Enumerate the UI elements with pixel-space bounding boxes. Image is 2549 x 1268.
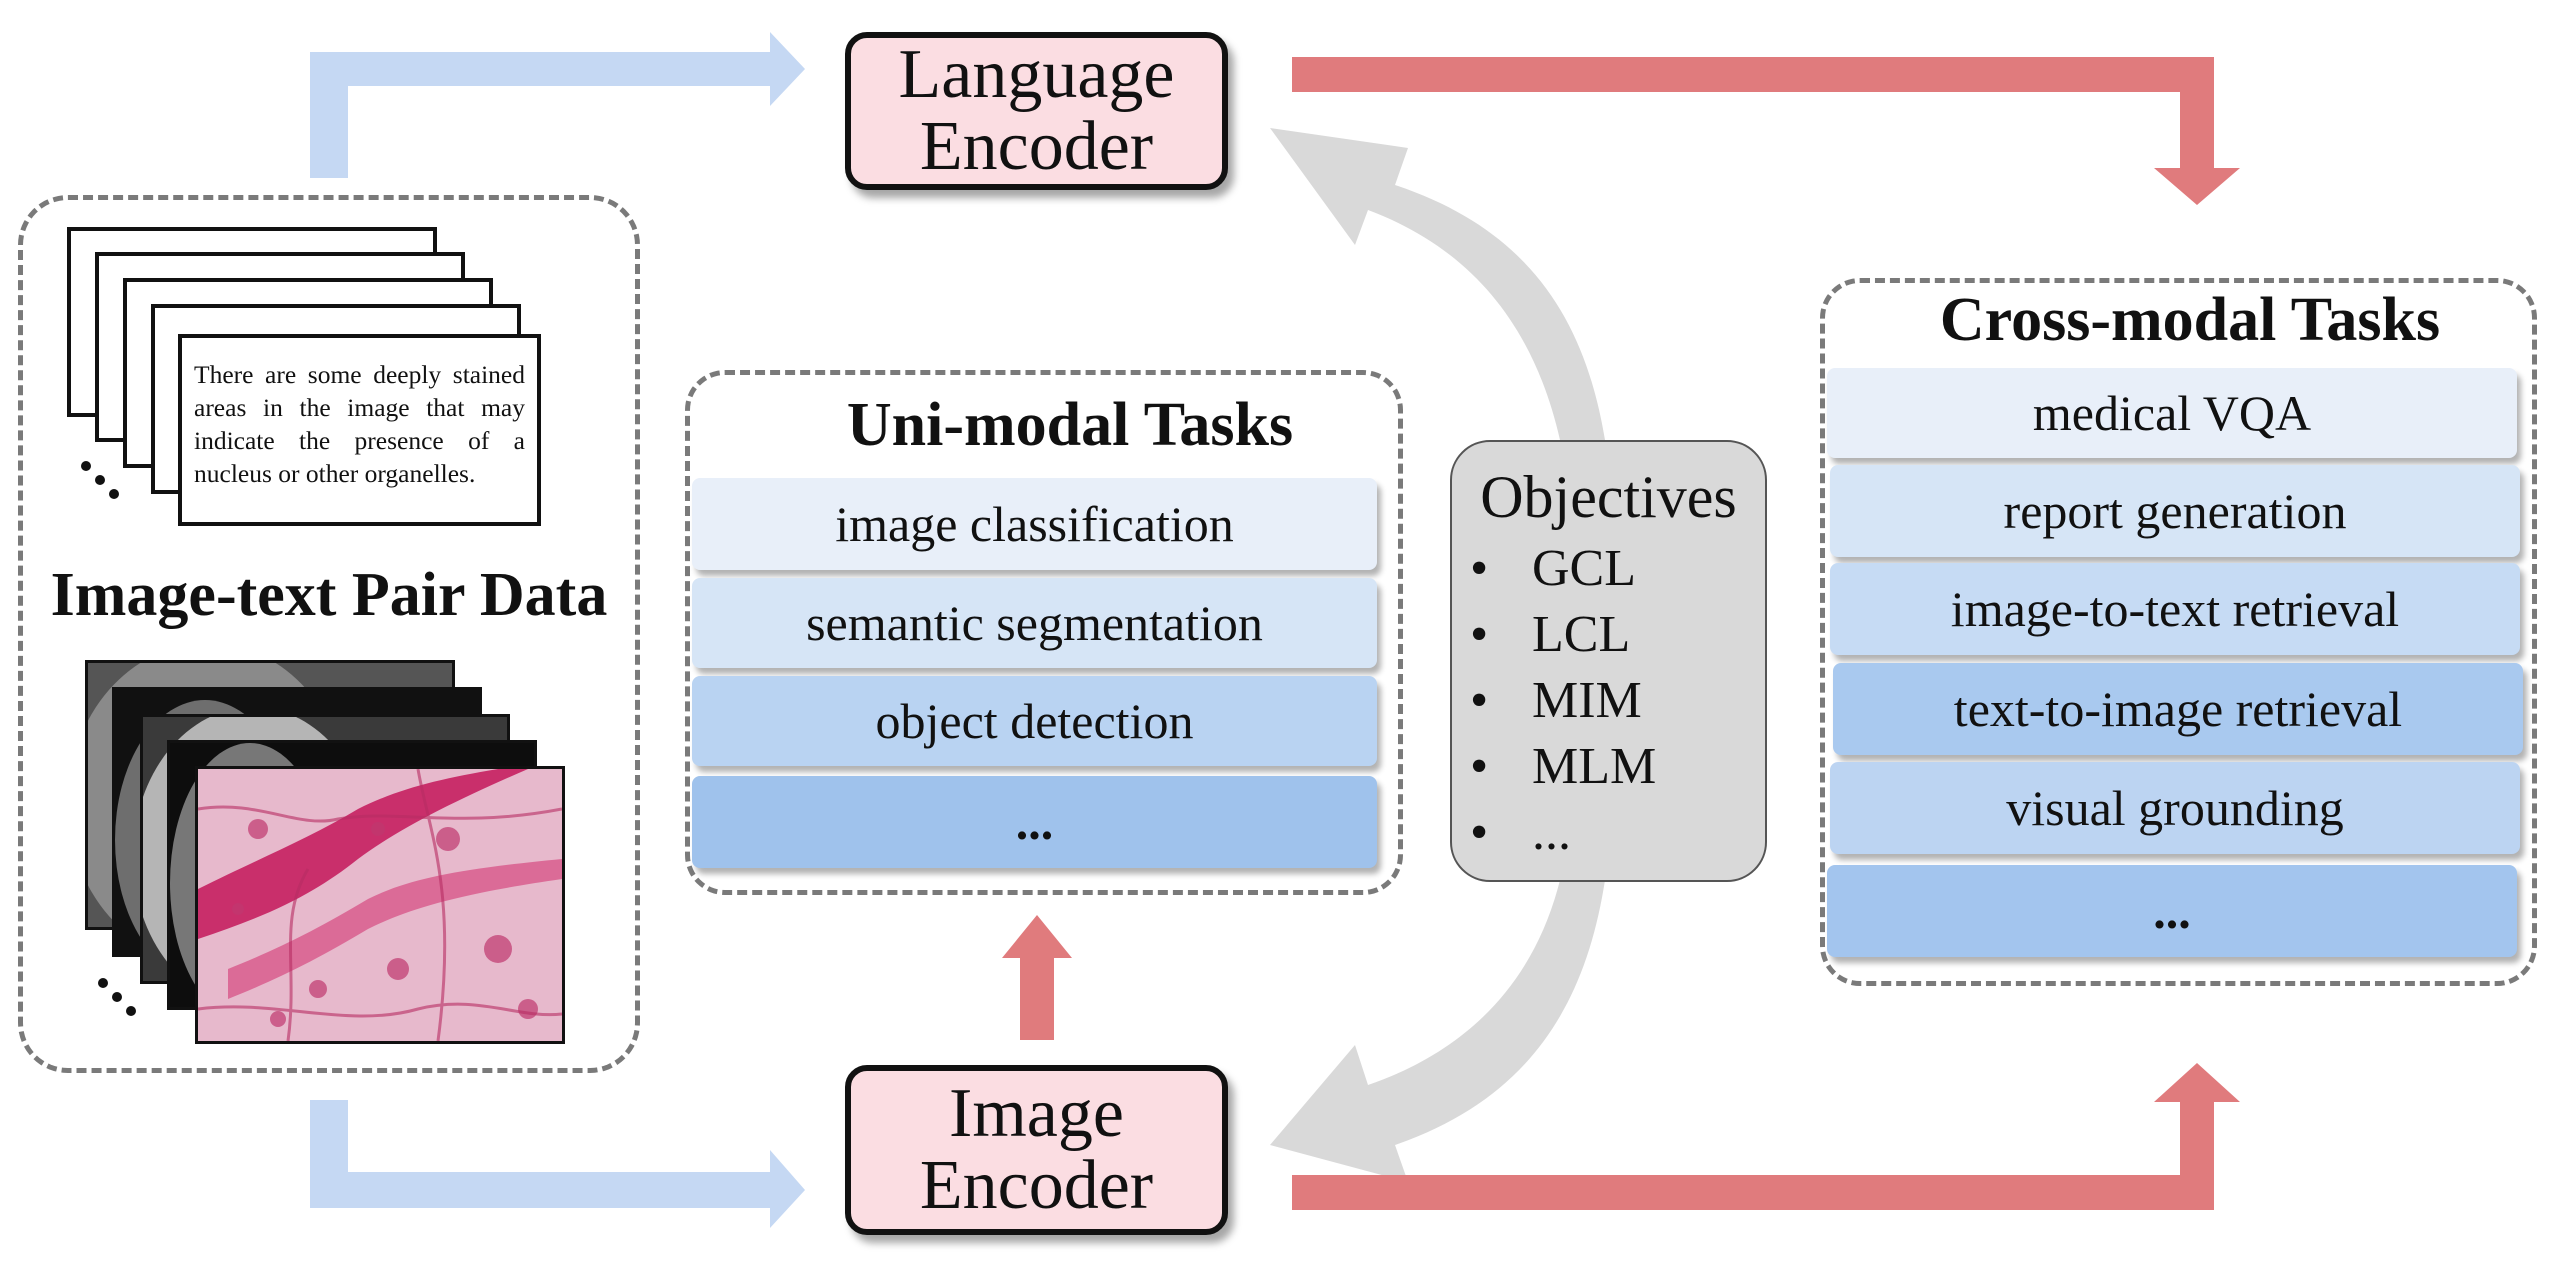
cross-task-text-to-image-retrieval: text-to-image retrieval <box>1833 663 2523 755</box>
cross-task-medical-vqa: medical VQA <box>1827 368 2517 458</box>
blue-arrow-to-language-encoder <box>310 32 805 178</box>
language-encoder-line1: Language <box>898 36 1175 113</box>
image-text-pair-panel <box>18 195 640 1073</box>
objective-item: •LCL <box>1470 606 1631 663</box>
objective-lcl: LCL <box>1532 606 1631 663</box>
objective-item: •... <box>1470 804 1571 861</box>
objective-mlm: MLM <box>1532 738 1657 795</box>
red-arrow-image-to-cross-modal <box>1292 1063 2240 1210</box>
gray-curve-arrow-down <box>1270 880 1605 1182</box>
image-encoder-box: Image Encoder <box>845 1065 1228 1235</box>
objective-item: •MIM <box>1470 672 1642 729</box>
image-encoder-line2: Encoder <box>919 1147 1154 1224</box>
objective-item: •GCL <box>1470 540 1636 597</box>
language-encoder-box: Language Encoder <box>845 32 1228 190</box>
blue-arrow-to-image-encoder <box>310 1100 805 1228</box>
uni-task-image-classification: image classification <box>692 478 1377 570</box>
cross-task-visual-grounding: visual grounding <box>1830 762 2520 854</box>
uni-modal-panel <box>685 370 1403 895</box>
objective-mim: MIM <box>1532 672 1642 729</box>
uni-modal-title: Uni-modal Tasks <box>846 391 1294 459</box>
objectives-box: Objectives •GCL •LCL •MIM •MLM •... <box>1450 440 1767 882</box>
objectives-title: Objectives <box>1480 464 1737 530</box>
uni-task-more: ... <box>692 776 1377 868</box>
objective-more: ... <box>1532 804 1571 861</box>
red-arrow-language-to-cross-modal <box>1292 57 2240 205</box>
objective-gcl: GCL <box>1532 540 1636 597</box>
uni-task-object-detection: object detection <box>692 676 1377 766</box>
caption-document-card: There are some deeply stained areas in t… <box>178 334 541 526</box>
image-encoder-line1: Image <box>949 1075 1124 1152</box>
cross-task-image-to-text-retrieval: image-to-text retrieval <box>1830 563 2520 655</box>
language-encoder-line2: Encoder <box>919 108 1154 185</box>
cross-modal-title: Cross-modal Tasks <box>1939 286 2441 354</box>
images-more-dots-icon <box>98 978 136 1016</box>
documents-more-dots-icon <box>81 461 119 499</box>
image-text-pair-title: Image-text Pair Data <box>50 561 608 629</box>
caption-text: There are some deeply stained areas in t… <box>194 360 525 488</box>
histology-image <box>195 766 565 1044</box>
red-arrow-image-to-uni-modal <box>1002 915 1072 1040</box>
cross-task-report-generation: report generation <box>1830 465 2520 557</box>
cross-task-more: ... <box>1827 865 2517 957</box>
objective-item: •MLM <box>1470 738 1657 795</box>
cross-modal-panel <box>1820 278 2537 986</box>
uni-task-semantic-segmentation: semantic segmentation <box>692 578 1377 668</box>
gray-curve-arrow-up <box>1270 128 1605 440</box>
